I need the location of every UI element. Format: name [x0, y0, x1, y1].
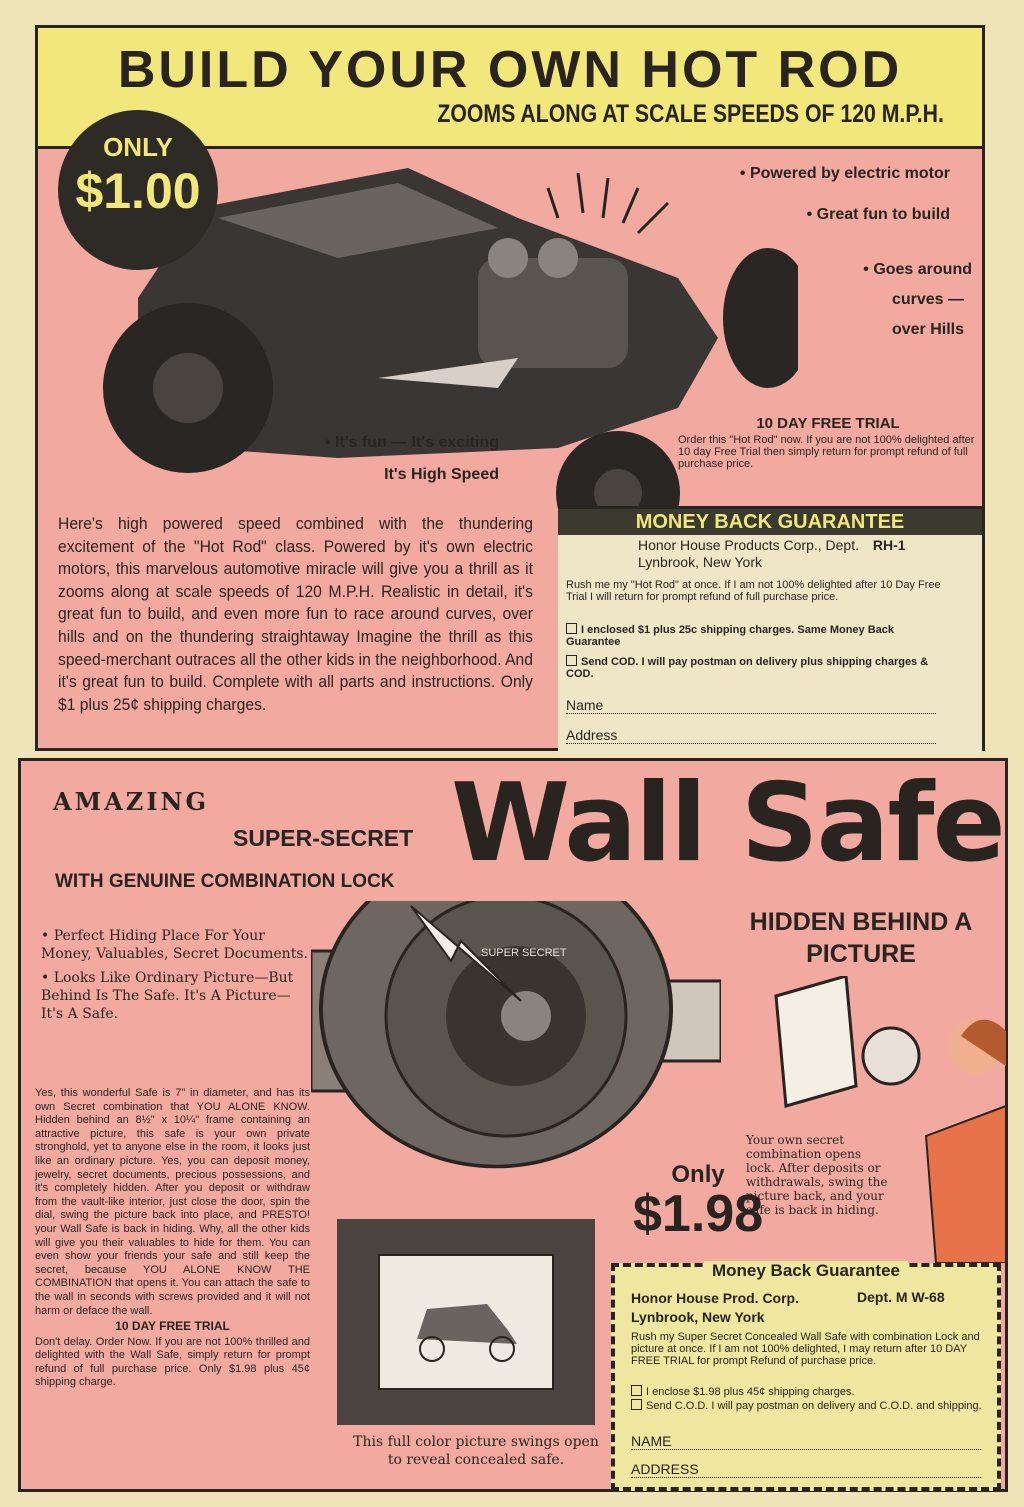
- coupon-company: Honor House Products Corp., Dept.: [638, 537, 859, 553]
- safe-price: Only $1.98: [633, 1161, 764, 1243]
- bullet-exciting: • It's fun — It's exciting: [324, 434, 499, 451]
- hot-rod-price-badge: ONLY $1.00: [58, 110, 218, 270]
- money-back-banner: Money Back Guarantee: [615, 1261, 997, 1281]
- price-amount: $1.00: [75, 163, 201, 219]
- wall-safe-coupon: Money Back Guarantee Honor House Prod. C…: [611, 1261, 1001, 1491]
- checkbox[interactable]: [566, 655, 577, 666]
- bullet-hiding-place: • Perfect Hiding Place For Your Money, V…: [41, 928, 308, 962]
- amazing-label: AMAZING: [53, 787, 209, 816]
- picture-frame-illustration: [337, 1219, 595, 1425]
- safe-body-text: Yes, this wonderful Safe is 7" in diamet…: [35, 1087, 310, 1390]
- checkbox[interactable]: [631, 1399, 642, 1410]
- coupon-text: Rush my Super Secret Concealed Wall Safe…: [631, 1331, 980, 1367]
- wall-safe-title: Wall Safe: [451, 761, 1006, 886]
- safe-description: Yes, this wonderful Safe is 7" in diamet…: [35, 1087, 310, 1317]
- coupon-dept: RH-1: [872, 537, 906, 553]
- bullet-curves-2: curves —: [891, 291, 964, 308]
- hot-rod-illustration: [103, 168, 798, 555]
- address-label: ADDRESS: [631, 1461, 699, 1477]
- coupon-option-2[interactable]: Send C.O.D. I will pay postman on delive…: [631, 1399, 987, 1412]
- name-label: Name: [566, 697, 604, 713]
- trial-title: 10 DAY FREE TRIAL: [115, 1319, 230, 1334]
- name-field[interactable]: NAME: [631, 1433, 981, 1450]
- hot-rod-subtitle: ZOOMS ALONG AT SCALE SPEEDS OF 120 M.P.H…: [437, 100, 944, 128]
- bullet-speed: It's High Speed: [384, 466, 499, 483]
- banner-text: Money Back Guarantee: [703, 1261, 908, 1280]
- coupon-company: Honor House Prod. Corp.: [631, 1290, 799, 1306]
- price-only-label: Only: [671, 1161, 725, 1188]
- safe-bullets: • Perfect Hiding Place For Your Money, V…: [41, 927, 311, 1029]
- trial-text: Don't delay. Order Now. If you are not 1…: [35, 1335, 310, 1389]
- bullet-motor: • Powered by electric motor: [739, 165, 950, 182]
- option-label: Send COD. I will pay postman on delivery…: [566, 656, 929, 680]
- money-back-banner: MONEY BACK GUARANTEE: [558, 509, 982, 535]
- hot-rod-title: BUILD YOUR OWN HOT ROD: [117, 41, 903, 99]
- wall-safe-ad: AMAZING SUPER-SECRET WITH GENUINE COMBIN…: [18, 758, 1008, 1492]
- hot-rod-header: BUILD YOUR OWN HOT ROD ZOOMS ALONG AT SC…: [38, 28, 982, 149]
- safe-dial-illustration: SUPER SECRET: [311, 901, 721, 1169]
- dial-label: SUPER SECRET: [481, 947, 567, 959]
- coupon-option-1[interactable]: I enclosed $1 plus 25c shipping charges.…: [566, 623, 946, 648]
- hot-rod-body-text: Here's high powered speed combined with …: [58, 515, 533, 714]
- coupon-dept: Dept. M W-68: [857, 1289, 945, 1305]
- address-field[interactable]: Address: [566, 727, 936, 744]
- bullet-fun: • Great fun to build: [806, 206, 950, 223]
- hot-rod-coupon: MONEY BACK GUARANTEE Honor House Product…: [558, 506, 982, 754]
- woman-opening-safe-illustration: [774, 976, 1006, 1263]
- name-field[interactable]: Name: [566, 697, 936, 714]
- coupon-city: Lynbrook, New York: [638, 554, 762, 570]
- name-label: NAME: [631, 1433, 672, 1449]
- bullet-hills: over Hills: [891, 321, 964, 338]
- super-secret-label: SUPER-SECRET: [233, 825, 414, 851]
- coupon-option-1[interactable]: I enclose $1.98 plus 45¢ shipping charge…: [631, 1385, 987, 1398]
- option-label: I enclosed $1 plus 25c shipping charges.…: [566, 624, 895, 648]
- picture-caption: This full color picture swings open to r…: [353, 1434, 599, 1468]
- bullet-ordinary-picture: • Looks Like Ordinary Picture—But Behind…: [41, 970, 294, 1022]
- address-field[interactable]: ADDRESS: [631, 1461, 981, 1478]
- coupon-option-2[interactable]: Send COD. I will pay postman on delivery…: [566, 655, 946, 680]
- checkbox[interactable]: [566, 623, 577, 634]
- address-label: Address: [566, 727, 618, 743]
- trial-title: 10 DAY FREE TRIAL: [756, 415, 900, 432]
- checkbox[interactable]: [631, 1385, 642, 1396]
- coupon-text: Rush me my "Hot Rod" at once. If I am no…: [566, 579, 941, 603]
- hidden-behind-label: HIDDEN BEHIND A PICTURE: [749, 908, 973, 968]
- hot-rod-trial: 10 DAY FREE TRIAL Order this "Hot Rod" n…: [678, 415, 978, 470]
- price-only-label: ONLY: [103, 132, 173, 162]
- combination-lock-label: WITH GENUINE COMBINATION LOCK: [55, 871, 395, 892]
- coupon-city: Lynbrook, New York: [631, 1309, 765, 1325]
- bullet-curves: • Goes around: [863, 261, 972, 278]
- option-label: Send C.O.D. I will pay postman on delive…: [646, 1400, 982, 1412]
- price-amount: $1.98: [633, 1185, 764, 1243]
- option-label: I enclose $1.98 plus 45¢ shipping charge…: [646, 1386, 855, 1398]
- trial-text: Order this "Hot Rod" now. If you are not…: [678, 434, 975, 470]
- hot-rod-ad: BUILD YOUR OWN HOT ROD ZOOMS ALONG AT SC…: [35, 25, 985, 754]
- safe-side-caption: Your own secret combination opens lock. …: [746, 1133, 888, 1217]
